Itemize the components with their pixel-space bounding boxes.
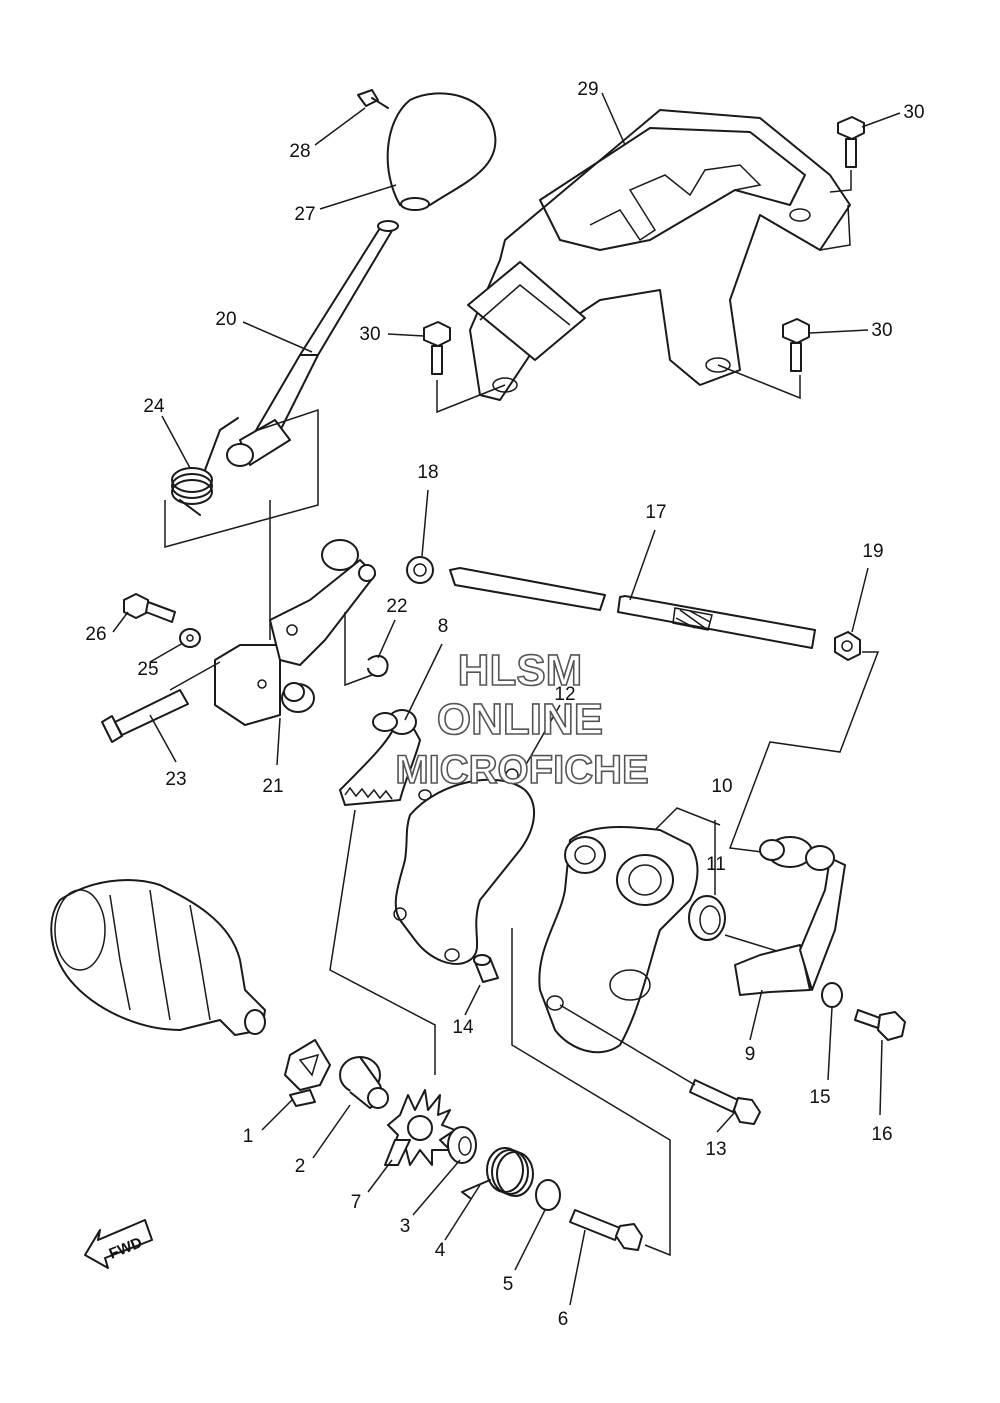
leader-box-cover bbox=[511, 928, 671, 1257]
washer-15 bbox=[821, 982, 843, 1008]
callout-30-right: 30 bbox=[871, 320, 892, 341]
washer-5 bbox=[535, 1179, 561, 1211]
callout-16: 16 bbox=[871, 1124, 892, 1145]
callout-13: 13 bbox=[705, 1139, 726, 1160]
callout-21: 21 bbox=[262, 776, 283, 797]
shift-lever bbox=[226, 220, 399, 467]
bolt-16 bbox=[854, 1009, 906, 1041]
nut-19 bbox=[834, 631, 861, 661]
shift-drum bbox=[50, 879, 266, 1036]
callout-14: 14 bbox=[452, 1017, 474, 1038]
callout-11: 11 bbox=[706, 854, 726, 875]
callout-30-left: 30 bbox=[359, 324, 380, 345]
leader-bolt13 bbox=[559, 1004, 696, 1086]
callout-22: 22 bbox=[386, 596, 407, 617]
leader-box-spring bbox=[164, 408, 319, 548]
callout-17: 17 bbox=[645, 502, 666, 523]
dowel-pin bbox=[473, 954, 499, 983]
bolt-13 bbox=[689, 1079, 761, 1125]
gasket-hole-2 bbox=[444, 948, 460, 962]
leader-bolt30-top bbox=[829, 170, 852, 193]
oil-seal bbox=[688, 895, 726, 941]
leader-bolt30-left bbox=[436, 380, 506, 414]
bolt-30-top bbox=[837, 116, 865, 168]
callout-6: 6 bbox=[558, 1309, 569, 1330]
callout-1: 1 bbox=[243, 1126, 254, 1147]
torsion-spring bbox=[171, 417, 239, 516]
gasket-hole-3 bbox=[505, 768, 519, 782]
leader-lines bbox=[112, 92, 901, 1306]
cover bbox=[538, 826, 699, 1054]
callout-25: 25 bbox=[137, 659, 158, 680]
knob-screw bbox=[357, 89, 389, 109]
callout-23: 23 bbox=[165, 769, 186, 790]
callout-27: 27 bbox=[294, 204, 315, 225]
leader-cover bbox=[654, 807, 721, 895]
callout-7: 7 bbox=[351, 1192, 362, 1213]
leader-segment bbox=[329, 809, 436, 1075]
shift-gear bbox=[384, 1089, 456, 1166]
pin-23 bbox=[101, 689, 189, 743]
callout-9: 9 bbox=[745, 1044, 756, 1065]
leader-pin bbox=[169, 661, 221, 691]
callout-19: 19 bbox=[862, 541, 883, 562]
leader-box-clip bbox=[344, 612, 381, 687]
callout-20: 20 bbox=[215, 309, 236, 330]
callout-5: 5 bbox=[503, 1274, 514, 1295]
shift-arm bbox=[734, 836, 846, 996]
segment-stopper bbox=[284, 1039, 331, 1107]
gasket-hole-1 bbox=[393, 907, 407, 921]
watermark-line3: MICROFICHE bbox=[395, 748, 648, 792]
watermark-line1: HLSM bbox=[458, 646, 583, 695]
callout-30-top: 30 bbox=[903, 102, 924, 123]
callout-8: 8 bbox=[438, 616, 449, 637]
callout-12: 12 bbox=[554, 684, 575, 705]
bolt-30-right bbox=[782, 318, 810, 372]
callout-4: 4 bbox=[435, 1240, 446, 1261]
callout-29: 29 bbox=[577, 79, 598, 100]
callout-15: 15 bbox=[809, 1087, 830, 1108]
callout-26: 26 bbox=[85, 624, 106, 645]
bolt-26 bbox=[123, 593, 176, 623]
stopper-collar bbox=[339, 1056, 389, 1109]
bolt-6 bbox=[569, 1209, 643, 1251]
collar-18 bbox=[406, 556, 434, 584]
callout-2: 2 bbox=[295, 1156, 306, 1177]
shift-rod bbox=[449, 567, 816, 649]
washer-3 bbox=[447, 1126, 477, 1164]
watermark-line2: ONLINE bbox=[437, 695, 603, 744]
lever-bracket bbox=[214, 539, 376, 726]
leader-rod-end bbox=[728, 651, 880, 853]
callout-28: 28 bbox=[289, 141, 310, 162]
callout-24: 24 bbox=[143, 396, 165, 417]
fwd-arrow: FWD bbox=[84, 1219, 153, 1269]
gasket-hole-4 bbox=[418, 789, 432, 801]
bolt-30-left bbox=[423, 321, 451, 375]
washer-25 bbox=[179, 628, 201, 648]
gasket bbox=[394, 778, 536, 965]
callout-18: 18 bbox=[417, 462, 438, 483]
callout-labels: 1 2 3 4 5 6 7 8 9 10 11 12 13 14 15 16 1… bbox=[85, 79, 924, 1330]
callout-3: 3 bbox=[400, 1216, 411, 1237]
leader-bolt30-right bbox=[717, 364, 801, 400]
shift-gate-cover bbox=[467, 109, 851, 401]
return-spring bbox=[461, 1147, 534, 1199]
shift-knob bbox=[386, 92, 497, 211]
shift-segment bbox=[339, 709, 421, 806]
callout-10: 10 bbox=[711, 776, 732, 797]
watermark: HLSM ONLINE MICROFICHE bbox=[395, 645, 650, 793]
clip bbox=[367, 654, 389, 678]
